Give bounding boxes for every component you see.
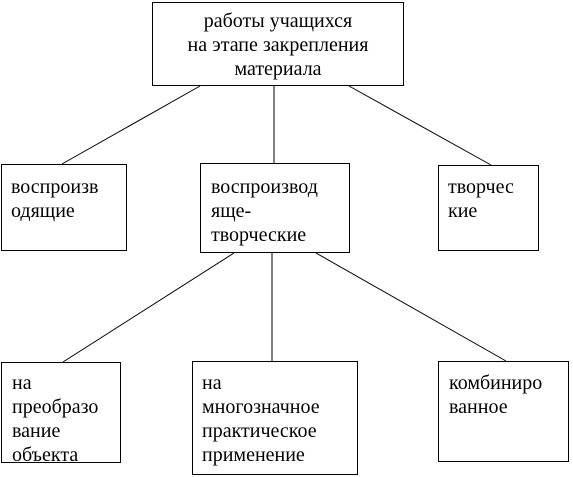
node-combined-label: комбиниро ванное: [449, 372, 543, 418]
node-reproductive-creative: воспроизвод яще- творческие: [200, 163, 350, 253]
node-multivalued-practical-application-label: на многозначное практическое применение: [202, 372, 320, 466]
node-object-transformation-label: на преобразо вание объекта: [12, 372, 99, 466]
node-combined: комбиниро ванное: [438, 361, 569, 462]
edge-root-to-creative: [348, 85, 492, 166]
node-reproductive: воспроизв одящие: [1, 164, 127, 251]
edge-root-to-reproductive: [61, 85, 201, 165]
node-multivalued-practical-application: на многозначное практическое применение: [192, 361, 358, 475]
node-creative: творчес кие: [438, 165, 539, 251]
node-object-transformation: на преобразо вание объекта: [1, 362, 121, 466]
node-reproductive-label: воспроизв одящие: [11, 176, 99, 222]
edge-repro-creative-to-transform: [62, 252, 235, 363]
root-node-label: работы учащихся на этапе закрепления мат…: [187, 10, 369, 80]
root-node: работы учащихся на этапе закрепления мат…: [152, 2, 404, 86]
edge-repro-creative-to-combined: [315, 252, 507, 362]
node-reproductive-creative-label: воспроизвод яще- творческие: [211, 176, 318, 246]
node-creative-label: творчес кие: [448, 176, 514, 222]
